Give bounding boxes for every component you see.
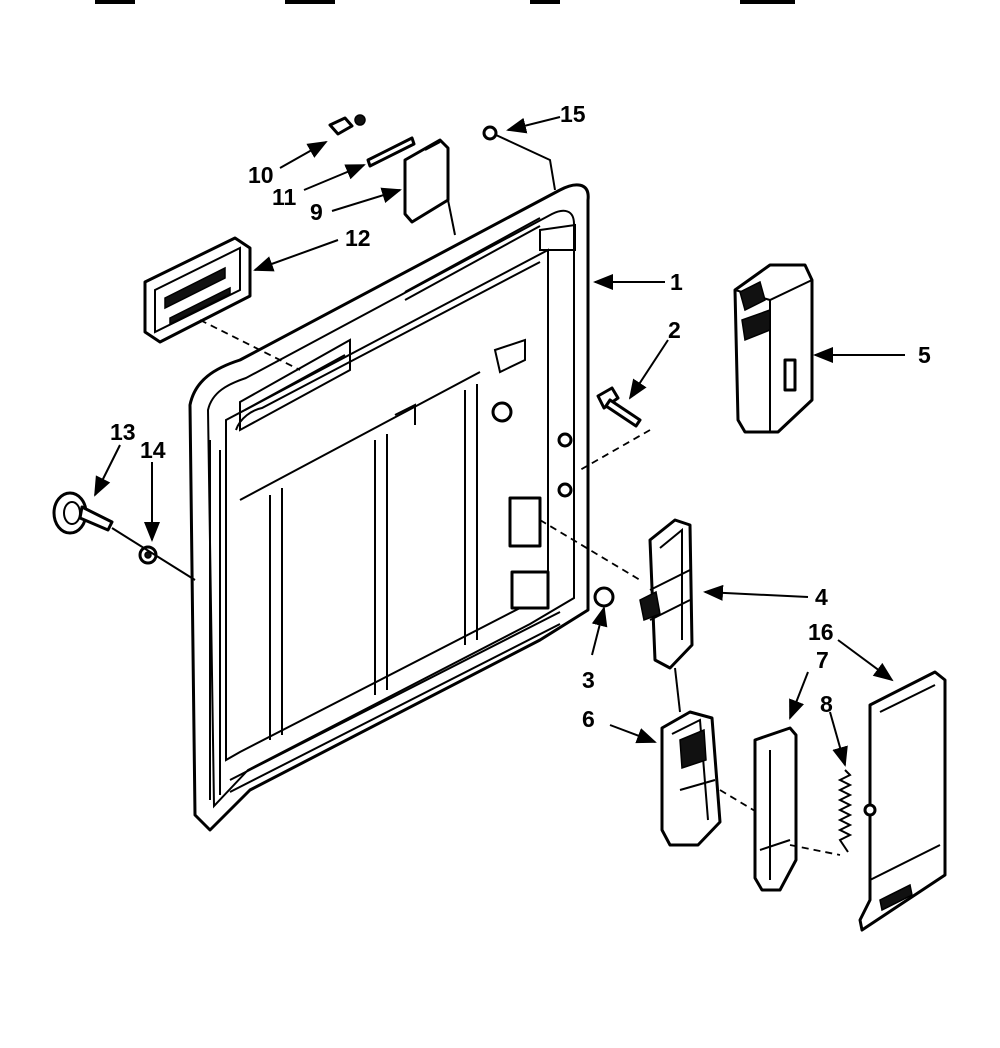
- cropped-header-marks: [95, 0, 795, 4]
- callout-3: 3: [582, 667, 595, 693]
- part-15-screw: [482, 125, 556, 191]
- callout-12: 12: [345, 225, 371, 251]
- callout-16: 16: [808, 619, 834, 645]
- guide-line-2: [579, 429, 651, 471]
- callout-5: 5: [918, 342, 931, 368]
- part-7-slide: [753, 726, 798, 892]
- part-5-module: [733, 263, 814, 434]
- part-10-screw: [328, 114, 366, 136]
- callout-6: 6: [582, 706, 595, 732]
- part-9-cover: [403, 138, 450, 224]
- part-13-knob: [52, 491, 114, 535]
- callout-13: 13: [110, 419, 136, 445]
- callout-9: 9: [310, 199, 323, 225]
- callout-14: 14: [140, 437, 166, 463]
- guide-line-3: [539, 519, 641, 581]
- guide-line-8: [789, 844, 841, 856]
- callout-2: 2: [668, 317, 681, 343]
- part-4-latch: [639, 518, 694, 670]
- part-16-cover: [858, 670, 947, 932]
- guide-line-12: [199, 319, 301, 371]
- guide-line-4: [674, 667, 681, 713]
- inner-door-panel: [188, 183, 590, 832]
- callout-10: 10: [248, 162, 274, 188]
- callout-4: 4: [815, 584, 828, 610]
- callout-8: 8: [820, 691, 833, 717]
- part-8-spring: [837, 769, 853, 853]
- part-12-bracket: [143, 236, 252, 344]
- callout-labels: 1 2 3 4 5 6 7 8 9 10 11 12 13 14 15 16: [110, 101, 931, 732]
- callout-1: 1: [670, 269, 683, 295]
- part-6-housing: [660, 710, 722, 847]
- callout-11: 11: [272, 184, 297, 210]
- callout-15: 15: [560, 101, 586, 127]
- guide-line-13: [111, 527, 196, 581]
- part-14-washer: [138, 545, 158, 565]
- part-11-pin: [366, 136, 416, 168]
- leader-arrows: [94, 116, 905, 767]
- part-2-clip: [596, 386, 642, 428]
- callout-7: 7: [816, 647, 829, 673]
- guide-line-9: [447, 199, 456, 236]
- part-3-knob: [593, 586, 615, 608]
